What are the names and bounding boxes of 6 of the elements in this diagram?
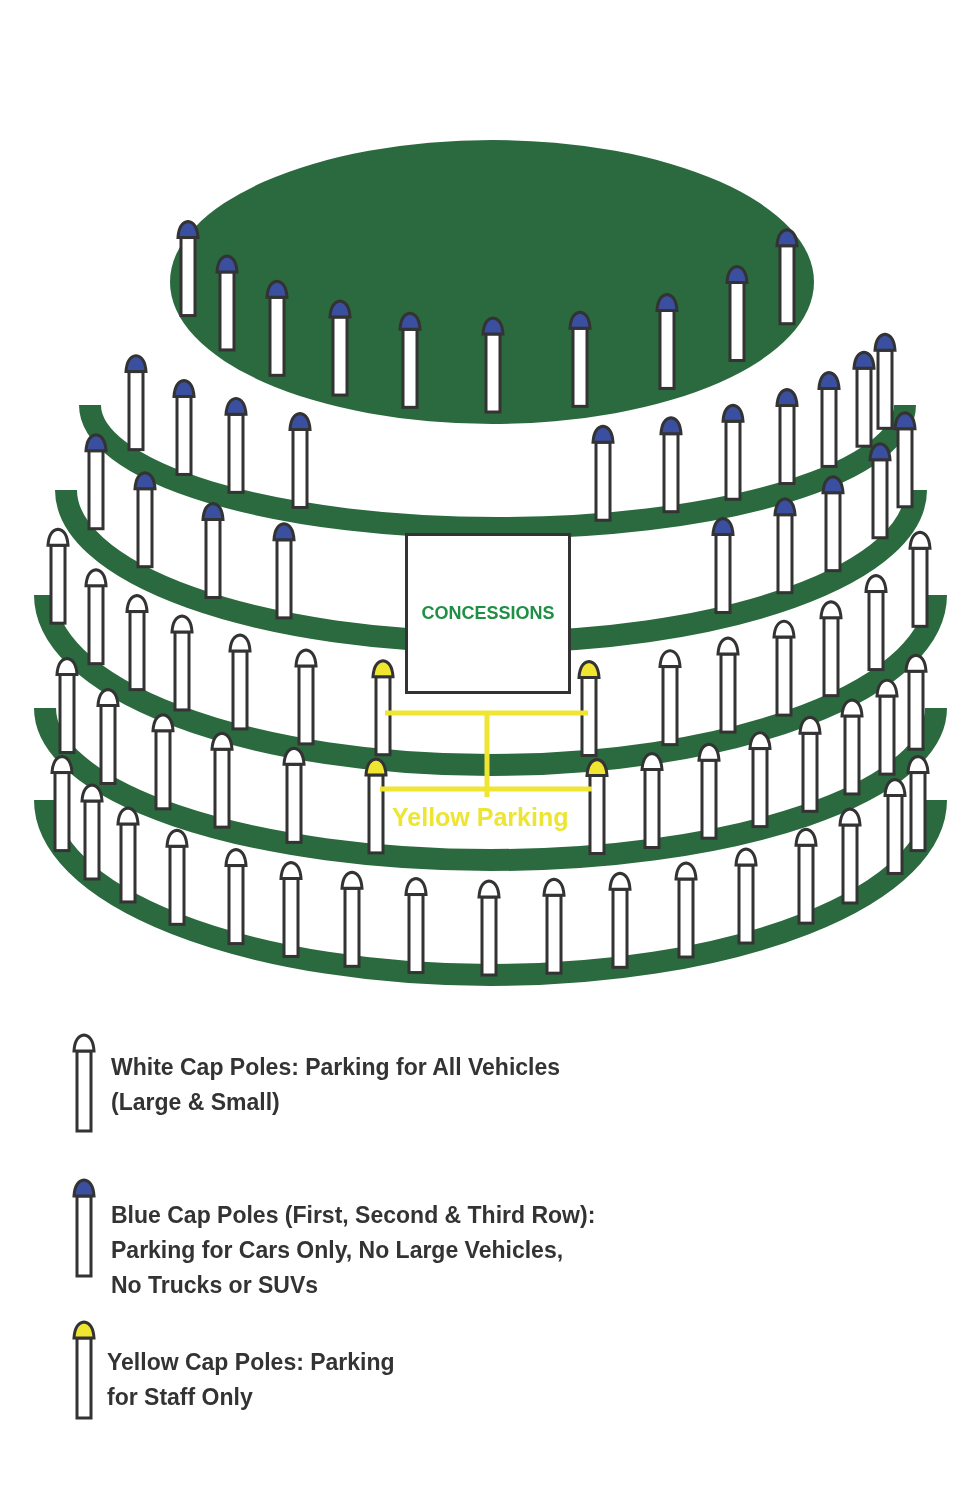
legend-text: Blue Cap Poles (First, Second & Third Row): Parking for Cars Only, No Large Vehicles, No Trucks or SUVs: [111, 1201, 596, 1300]
zone-label: Yellow Parking: [392, 803, 569, 832]
legend-text: White Cap Poles: Parking for All Vehicles (Large & Small): [111, 1053, 562, 1117]
concessions-stand: [405, 533, 571, 694]
stand-name: CONCESSIONS: [421, 603, 555, 624]
legend-text: Yellow Cap Poles: Parking for Staff Only: [107, 1348, 396, 1412]
